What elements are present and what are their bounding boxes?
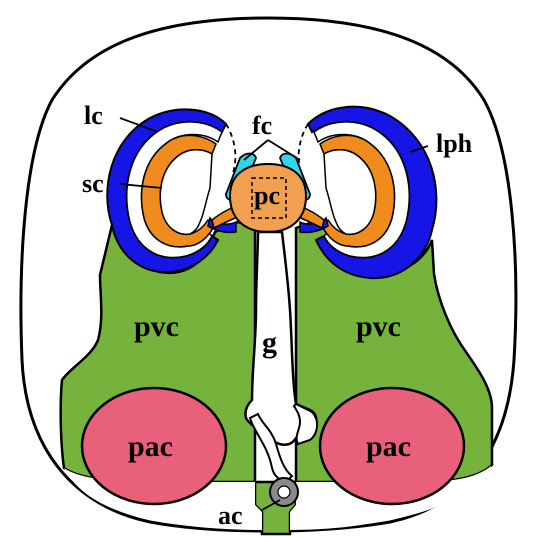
- label-pac-right: pac: [366, 430, 411, 463]
- label-pvc-left: pvc: [134, 310, 179, 343]
- label-pc: pc: [254, 181, 280, 210]
- label-lph: lph: [436, 129, 473, 158]
- label-pvc-right: pvc: [356, 310, 401, 343]
- label-ac: ac: [218, 501, 243, 530]
- label-lc: lc: [84, 101, 103, 130]
- label-fc: fc: [252, 111, 272, 140]
- label-pac-left: pac: [128, 430, 173, 463]
- ac-ring-inner: [278, 486, 290, 498]
- label-g: g: [262, 326, 277, 359]
- label-sc: sc: [82, 169, 104, 198]
